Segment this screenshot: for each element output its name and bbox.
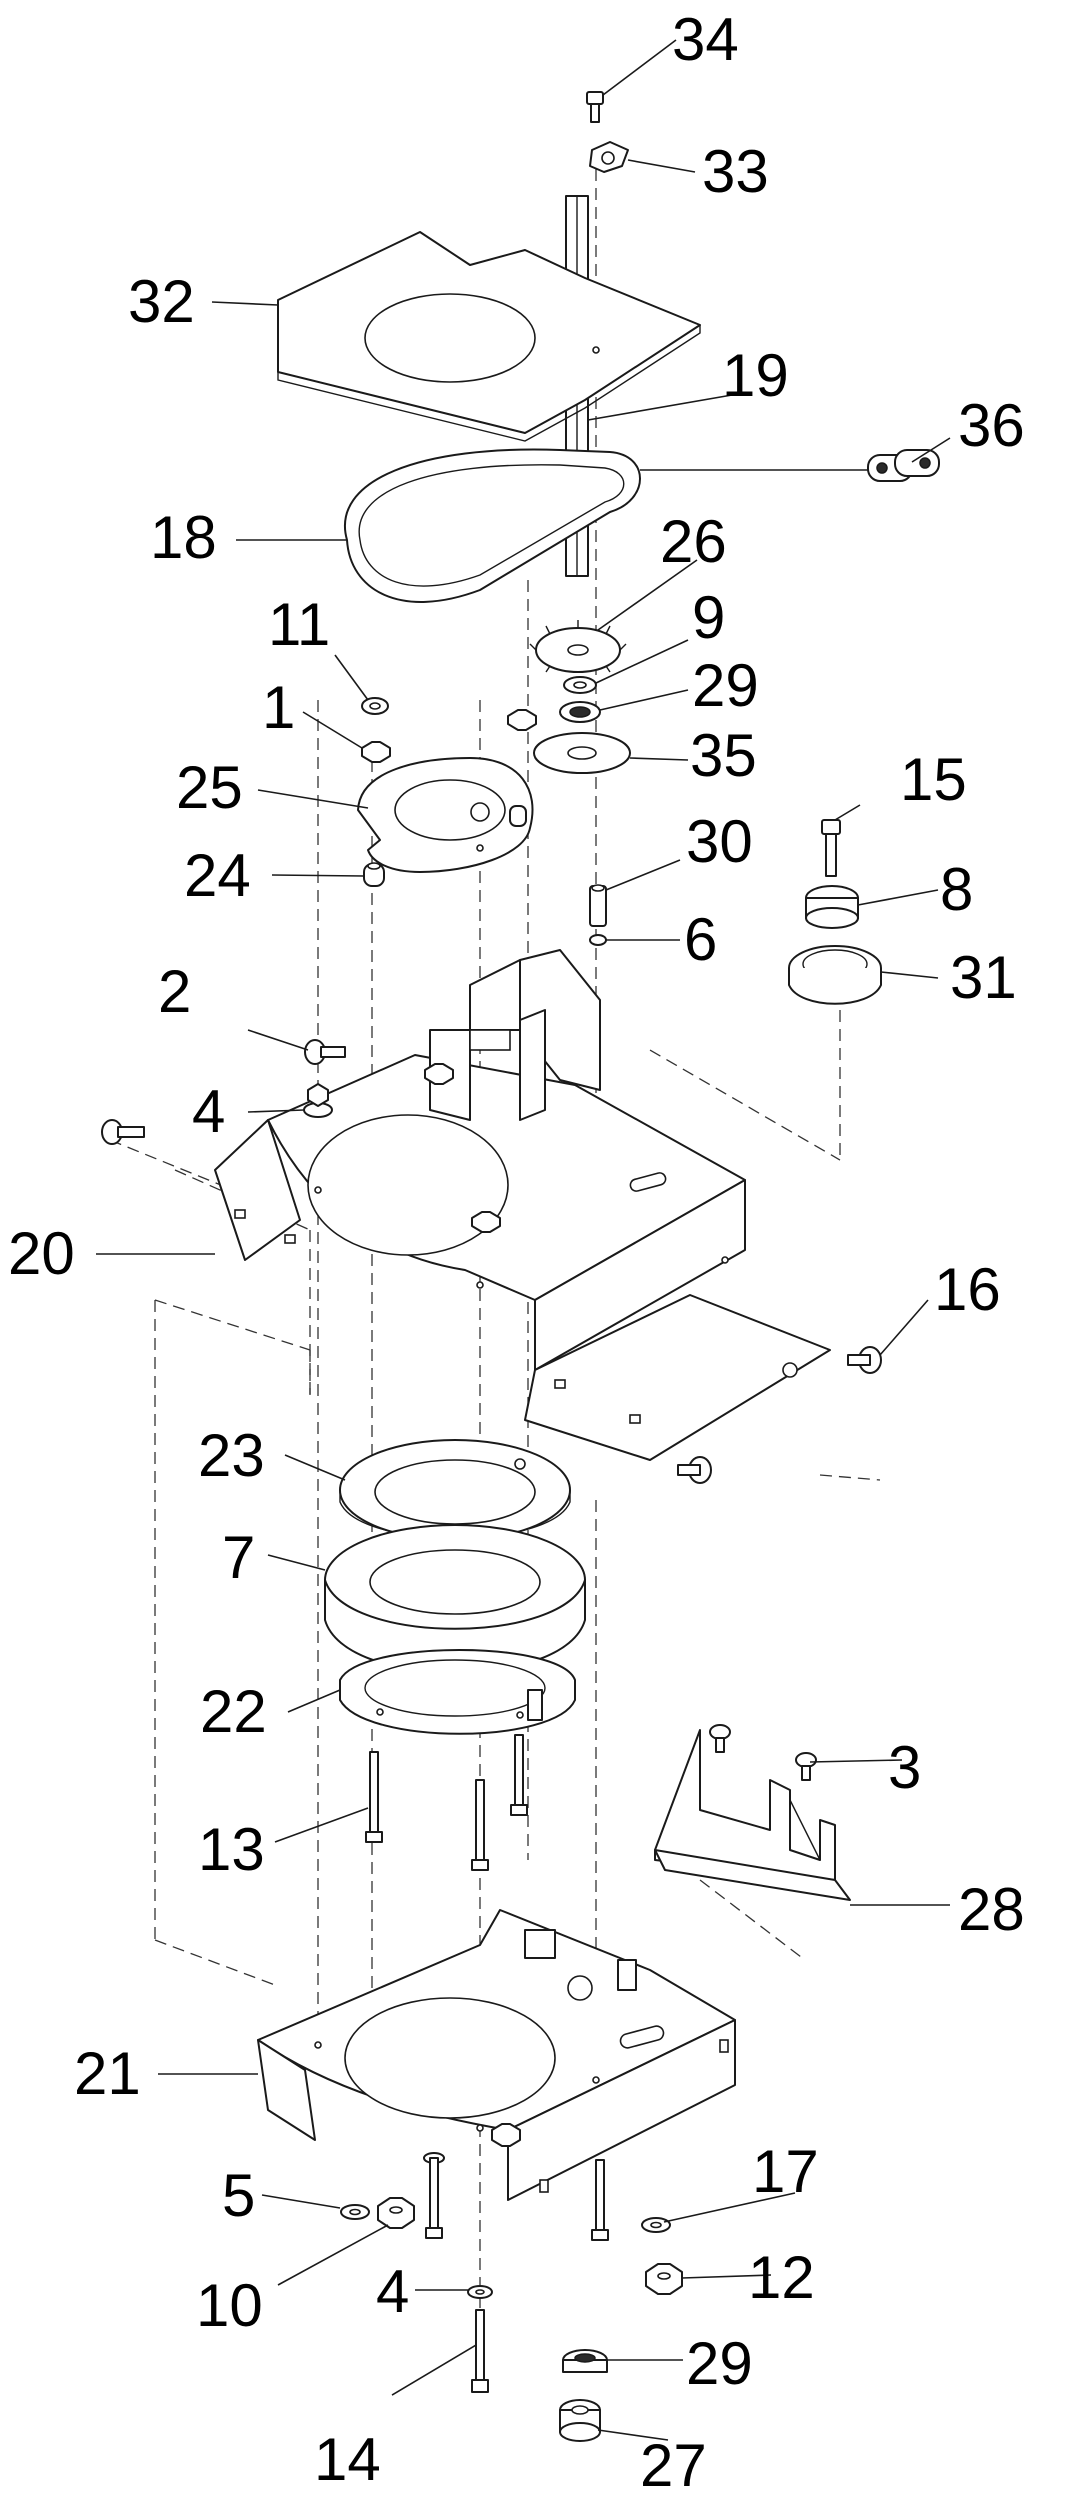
- part-1-nut: [361, 741, 391, 763]
- part-5-washer: [340, 2204, 370, 2220]
- callout-2: 2: [158, 958, 191, 1025]
- callout-29-lower: 29: [686, 2330, 753, 2397]
- part-16-carriage-bolt: [847, 1346, 882, 1374]
- part-4-washer-upper: [303, 1083, 333, 1118]
- part-33-clamp: [589, 141, 629, 173]
- part-10-nut: [377, 2197, 415, 2229]
- part-12-nut: [645, 2263, 683, 2295]
- part-34-bolt: [586, 91, 604, 123]
- callout-21: 21: [74, 2040, 141, 2107]
- part-31-mount: [788, 945, 882, 1005]
- part-23-ring: [339, 1439, 571, 1543]
- callout-9: 9: [692, 584, 725, 651]
- part-36-chain-link: [867, 449, 940, 482]
- callout-5: 5: [222, 2162, 255, 2229]
- part-35-large-washer: [533, 732, 631, 774]
- callout-3: 3: [888, 1734, 921, 1801]
- callout-18: 18: [150, 504, 217, 571]
- part-17-washer: [641, 2217, 671, 2233]
- callout-1: 1: [262, 674, 295, 741]
- callout-31: 31: [950, 944, 1017, 1011]
- callout-15: 15: [900, 746, 967, 813]
- part-32-top-plate: [277, 231, 701, 442]
- callout-17: 17: [752, 2138, 819, 2205]
- part-lower-bolts: [423, 2123, 609, 2241]
- part-24-spacer: [363, 862, 385, 887]
- upper-nut-on-bracket: [424, 1063, 501, 1233]
- callout-16: 16: [934, 1256, 1001, 1323]
- callout-30: 30: [686, 808, 753, 875]
- part-28-bracket: [654, 1729, 851, 1901]
- callout-23: 23: [198, 1422, 265, 1489]
- part-25-ring-plate: [357, 757, 534, 873]
- callout-22: 22: [200, 1678, 267, 1745]
- carriage-bolt-lower-right: [677, 1456, 712, 1484]
- part-18-belt: [344, 448, 641, 603]
- callout-13: 13: [198, 1816, 265, 1883]
- leader-lines: [96, 39, 951, 2441]
- part-29-bearing-upper: [559, 701, 601, 723]
- left-carriage-bolt: [101, 1119, 145, 1145]
- callout-29-upper: 29: [692, 652, 759, 719]
- upright-bracket: [429, 949, 601, 1121]
- part-26-sprocket: [529, 620, 627, 673]
- callout-35: 35: [690, 722, 757, 789]
- part-21-lower-bracket: [257, 1909, 736, 2201]
- part-3-screws: [709, 1724, 817, 1781]
- part-8-bushing: [805, 885, 859, 929]
- callout-36: 36: [958, 392, 1025, 459]
- callout-24: 24: [184, 842, 251, 909]
- part-14-bolt: [471, 2309, 489, 2393]
- part-22-base-plate: [339, 1649, 576, 1735]
- callout-6: 6: [684, 906, 717, 973]
- callout-8: 8: [940, 856, 973, 923]
- callout-7: 7: [222, 1524, 255, 1591]
- callout-12: 12: [748, 2244, 815, 2311]
- part-2-carriage-bolt: [304, 1039, 346, 1065]
- callout-4-upper: 4: [192, 1078, 225, 1145]
- part-6-washer: [589, 934, 607, 946]
- callout-10: 10: [196, 2272, 263, 2339]
- callout-11: 11: [268, 591, 330, 658]
- part-13-bolts: [365, 1734, 528, 1871]
- callout-27: 27: [640, 2432, 707, 2499]
- callout-labels: 34 33 32 19 36 18 26 9 11 29 1 35 25 15 …: [8, 6, 1025, 2499]
- callout-34: 34: [672, 6, 739, 73]
- callout-26: 26: [660, 508, 727, 575]
- callout-25: 25: [176, 754, 243, 821]
- part-9-washer: [563, 676, 597, 694]
- callout-32: 32: [128, 268, 195, 335]
- part-4-washer-lower: [467, 2285, 493, 2299]
- callout-33: 33: [702, 138, 769, 205]
- part-11-nut: [361, 697, 389, 715]
- callout-20: 20: [8, 1220, 75, 1287]
- part-30-standoff: [589, 884, 607, 927]
- part-29-bearing-lower: [562, 2349, 608, 2373]
- part-15-bolt: [821, 819, 841, 877]
- part-27-collar: [559, 2399, 601, 2442]
- callout-14: 14: [314, 2426, 381, 2493]
- part-1-nut-second: [507, 709, 537, 731]
- callout-28: 28: [958, 1876, 1025, 1943]
- callout-19: 19: [722, 342, 789, 409]
- part-20-upper-bracket: [214, 1054, 831, 1461]
- callout-4-lower: 4: [376, 2258, 409, 2325]
